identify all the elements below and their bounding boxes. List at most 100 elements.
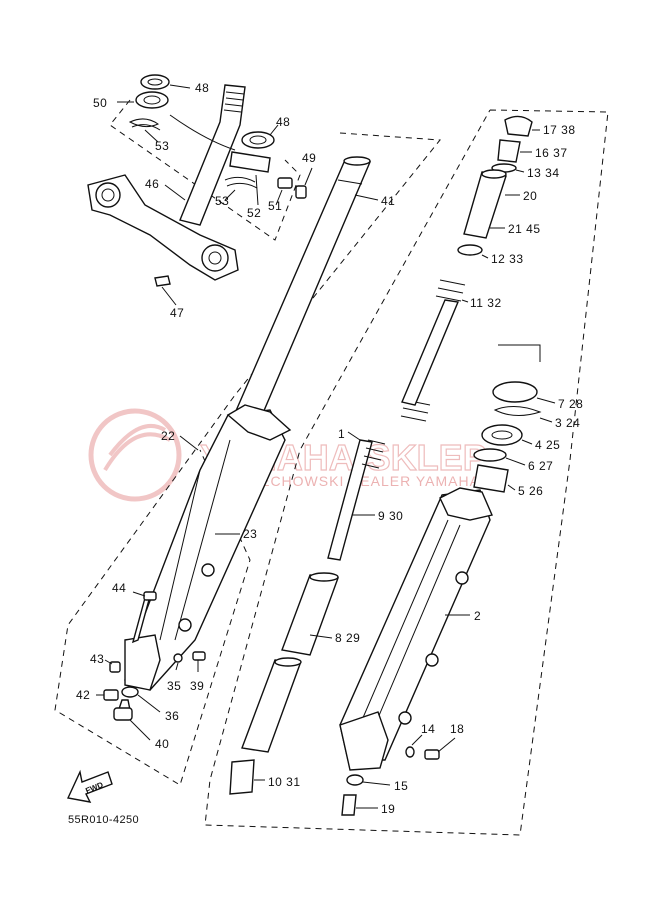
outer-tube-2-edge: [361, 519, 461, 726]
leader-18: [437, 737, 456, 753]
drawing-code: 55R010-4250: [68, 814, 139, 826]
label-53b: 53: [215, 194, 229, 208]
part-labels: 48 50 48 53 49 41 46 53 52 51 47 17 38 1…: [68, 81, 583, 826]
spring-11: [400, 279, 466, 422]
leader-36: [137, 694, 161, 713]
leader-4: [521, 439, 533, 445]
outline-right-fork-group: [204, 109, 609, 836]
label-23: 23: [243, 527, 257, 541]
slide-metal-8: [281, 574, 339, 656]
leader-47: [161, 286, 177, 306]
label-13-34: 13 34: [527, 166, 560, 180]
leader-46: [164, 184, 186, 201]
damper-rod-9: [327, 439, 373, 561]
outline-upper-bracket-group: [109, 99, 301, 241]
leader-48b: [269, 124, 279, 136]
label-15: 15: [394, 779, 408, 793]
guide-bush-5: [473, 464, 509, 493]
fwd-arrow-icon: [66, 769, 113, 803]
adjuster-16: [497, 139, 521, 163]
leader-53a: [144, 129, 159, 143]
right-fork-bracket-line: [498, 344, 541, 362]
nut-42: [103, 689, 119, 701]
washer-6: [473, 448, 507, 462]
spring-11-body: [401, 299, 459, 406]
leader-8: [309, 634, 333, 639]
label-53a: 53: [155, 139, 169, 153]
label-11-32: 11 32: [470, 296, 502, 310]
lock-plate-52: [229, 151, 271, 173]
label-18: 18: [450, 722, 464, 736]
bracket-hole-left: [95, 182, 121, 208]
label-39: 39: [190, 679, 204, 693]
outer-tube-2-top: [439, 487, 493, 521]
left-fork: [103, 156, 372, 721]
leader-14: [411, 734, 423, 746]
bolt-19: [341, 794, 357, 816]
fork-lug-right-3: [398, 711, 412, 725]
fork-lug-left-2: [178, 618, 192, 632]
leader-40: [129, 719, 151, 741]
washer-35: [173, 653, 183, 663]
bolt-18: [424, 749, 440, 760]
label-41: 41: [381, 194, 395, 208]
label-44: 44: [112, 581, 126, 595]
leader-43: [104, 659, 113, 665]
leader-5: [507, 484, 516, 491]
group-outlines: [54, 99, 609, 836]
bracket-hole-right-inner: [208, 251, 222, 265]
label-17-38: 17 38: [543, 123, 576, 137]
label-51: 51: [268, 199, 282, 213]
label-36: 36: [165, 709, 179, 723]
watermark-subtitle: WOJCIECHOWSKI DEALER YAMAHA: [210, 473, 480, 489]
inner-tube-41: [230, 159, 372, 421]
watermark: YAMAHA-SKLEP WOJCIECHOWSKI DEALER YAMAHA: [88, 408, 487, 502]
bolt-51: [277, 177, 293, 189]
leader-22: [179, 435, 199, 451]
race-50: [135, 91, 169, 109]
damper-rod-9-spring: [361, 439, 386, 469]
fork-internals: [229, 279, 466, 795]
bearing-48-lower: [241, 131, 275, 149]
leader-52: [255, 174, 259, 206]
label-48b: 48: [276, 115, 290, 129]
bracket-hole-left-inner: [101, 188, 115, 202]
label-8-29: 8 29: [335, 631, 360, 645]
slide-metal-8-top: [309, 572, 339, 582]
leader-44: [132, 591, 146, 597]
outer-tube-23-edge: [159, 439, 231, 641]
leader-lines: [96, 84, 556, 809]
leader-41: [354, 194, 379, 201]
seal-53-lower: [224, 176, 258, 189]
label-40: 40: [155, 737, 169, 751]
leader-12: [481, 254, 489, 259]
outline-left-fork-group: [54, 132, 441, 786]
watermark-logo-ring: [88, 408, 182, 502]
leader-11: [461, 299, 469, 303]
label-21-45: 21 45: [508, 222, 541, 236]
leader-13: [515, 169, 525, 173]
washer-14: [405, 746, 415, 758]
steering-assembly: [87, 74, 307, 287]
label-4-25: 4 25: [535, 438, 560, 452]
seal-53-upper: [128, 118, 161, 131]
bolt-39: [192, 651, 206, 661]
watermark-logo-mark: [103, 424, 171, 472]
fork-lug-left-1: [201, 563, 215, 577]
label-43: 43: [90, 652, 104, 666]
washer-12: [457, 244, 483, 256]
label-12-33: 12 33: [491, 252, 524, 266]
axle-clamp-left: [124, 634, 161, 691]
steering-stem-shaft: [179, 84, 246, 226]
label-20: 20: [523, 189, 537, 203]
nut-43: [109, 661, 121, 673]
oil-lock-10: [229, 759, 255, 795]
leader-1: [347, 431, 361, 441]
leader-15: [362, 781, 391, 786]
label-9-30: 9 30: [378, 509, 403, 523]
leader-53b: [224, 189, 236, 201]
leader-49: [304, 167, 313, 186]
nut-49: [295, 185, 307, 199]
label-6-27: 6 27: [528, 459, 553, 473]
